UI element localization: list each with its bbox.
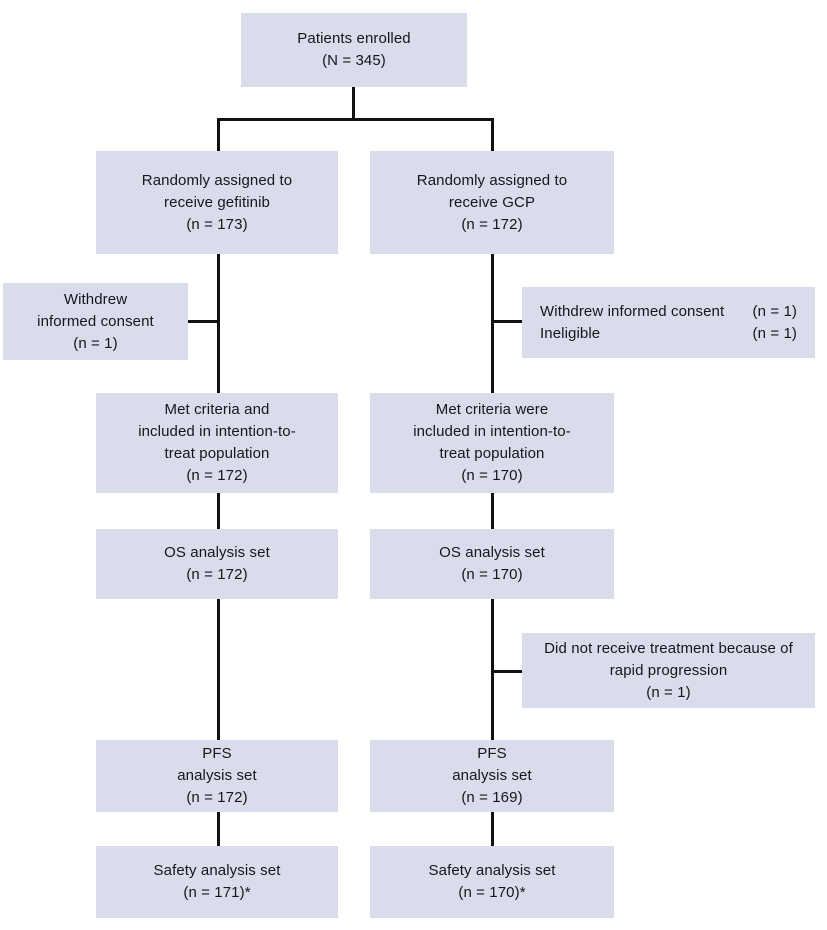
box-text-line: rapid progression xyxy=(609,661,728,679)
exclusion-row: Ineligible (n = 1) xyxy=(540,323,797,345)
box-text-line: (n = 172) xyxy=(186,789,248,806)
box-text-line: Did not receive treatment because of xyxy=(544,639,793,657)
connector-withdrew-left xyxy=(188,320,217,323)
connector-no-treatment-right xyxy=(494,670,522,673)
connector-split-horizontal xyxy=(217,118,494,121)
box-text-line: included in intention-to- xyxy=(413,423,571,440)
connector-right-itt-to-os xyxy=(491,493,494,529)
box-os-right: OS analysis set (n = 170) xyxy=(370,529,614,599)
box-text-line: analysis set xyxy=(452,767,532,784)
box-safety-left: Safety analysis set (n = 171)* xyxy=(96,846,338,918)
exclusion-value: (n = 1) xyxy=(752,302,797,320)
box-text-line: (n = 170) xyxy=(461,566,523,583)
exclusion-label: Ineligible xyxy=(540,324,601,342)
box-text-line: receive gefitinib xyxy=(164,193,270,211)
box-arm-gcp: Randomly assigned to receive GCP (n = 17… xyxy=(370,151,614,254)
box-patients-enrolled: Patients enrolled (N = 345) xyxy=(241,13,467,87)
box-text-line: PFS xyxy=(202,745,232,762)
box-text-line: Randomly assigned to xyxy=(141,171,293,189)
exclusion-row: Withdrew informed consent (n = 1) xyxy=(540,301,797,323)
box-text-line: (n = 172) xyxy=(186,467,248,484)
box-text-line: receive GCP xyxy=(448,193,536,211)
connector-right-arm-to-itt xyxy=(491,254,494,393)
box-withdrew-consent-left: Withdrew informed consent (n = 1) xyxy=(3,283,188,360)
box-os-left: OS analysis set (n = 172) xyxy=(96,529,338,599)
box-text-line: (n = 173) xyxy=(186,215,248,233)
exclusion-value: (n = 1) xyxy=(752,324,797,342)
box-text-line: analysis set xyxy=(177,767,257,784)
box-text-line: included in intention-to- xyxy=(138,423,296,440)
exclusion-label: Withdrew informed consent xyxy=(540,302,725,320)
box-pfs-right: PFS analysis set (n = 169) xyxy=(370,740,614,812)
box-text-line: Met criteria were xyxy=(435,401,549,418)
box-text-line: Met criteria and xyxy=(164,401,270,418)
box-text-line: (n = 170)* xyxy=(458,884,526,901)
box-text-line: PFS xyxy=(477,745,507,762)
connector-right-pfs-to-safety xyxy=(491,812,494,846)
box-text-line: (N = 345) xyxy=(322,52,386,69)
connector-left-pfs-to-safety xyxy=(217,812,220,846)
box-text-line: Withdrew xyxy=(63,290,128,308)
connector-drop-right-arm xyxy=(491,118,494,151)
box-arm-gefitinib: Randomly assigned to receive gefitinib (… xyxy=(96,151,338,254)
box-itt-right: Met criteria were included in intention-… xyxy=(370,393,614,493)
box-text-line: (n = 169) xyxy=(461,789,523,806)
box-text-line: informed consent xyxy=(37,312,154,330)
connector-left-arm-to-itt xyxy=(217,254,220,393)
box-text-line: treat population xyxy=(439,445,545,462)
connector-exclusions-right xyxy=(494,320,522,323)
connector-enrolled-stem xyxy=(352,87,355,118)
box-safety-right: Safety analysis set (n = 170)* xyxy=(370,846,614,918)
box-exclusions-right: Withdrew informed consent (n = 1) Inelig… xyxy=(522,287,815,358)
box-text-line: (n = 171)* xyxy=(183,884,251,901)
box-no-treatment-right: Did not receive treatment because of rap… xyxy=(522,633,815,708)
box-text-line: Patients enrolled xyxy=(297,30,411,47)
box-text-line: (n = 1) xyxy=(646,683,691,701)
box-text-line: (n = 1) xyxy=(73,334,118,352)
box-pfs-left: PFS analysis set (n = 172) xyxy=(96,740,338,812)
box-text-line: (n = 172) xyxy=(186,566,248,583)
box-text-line: Randomly assigned to xyxy=(416,171,568,189)
connector-drop-left-arm xyxy=(217,118,220,151)
box-itt-left: Met criteria and included in intention-t… xyxy=(96,393,338,493)
connector-left-os-to-pfs xyxy=(217,599,220,740)
box-text-line: OS analysis set xyxy=(164,544,270,561)
box-text-line: OS analysis set xyxy=(439,544,545,561)
box-text-line: Safety analysis set xyxy=(428,862,556,879)
connector-right-os-to-pfs xyxy=(491,599,494,740)
box-text-line: (n = 172) xyxy=(461,215,523,233)
box-text-line: (n = 170) xyxy=(461,467,523,484)
connector-left-itt-to-os xyxy=(217,493,220,529)
box-text-line: treat population xyxy=(164,445,270,462)
box-text-line: Safety analysis set xyxy=(153,862,281,879)
